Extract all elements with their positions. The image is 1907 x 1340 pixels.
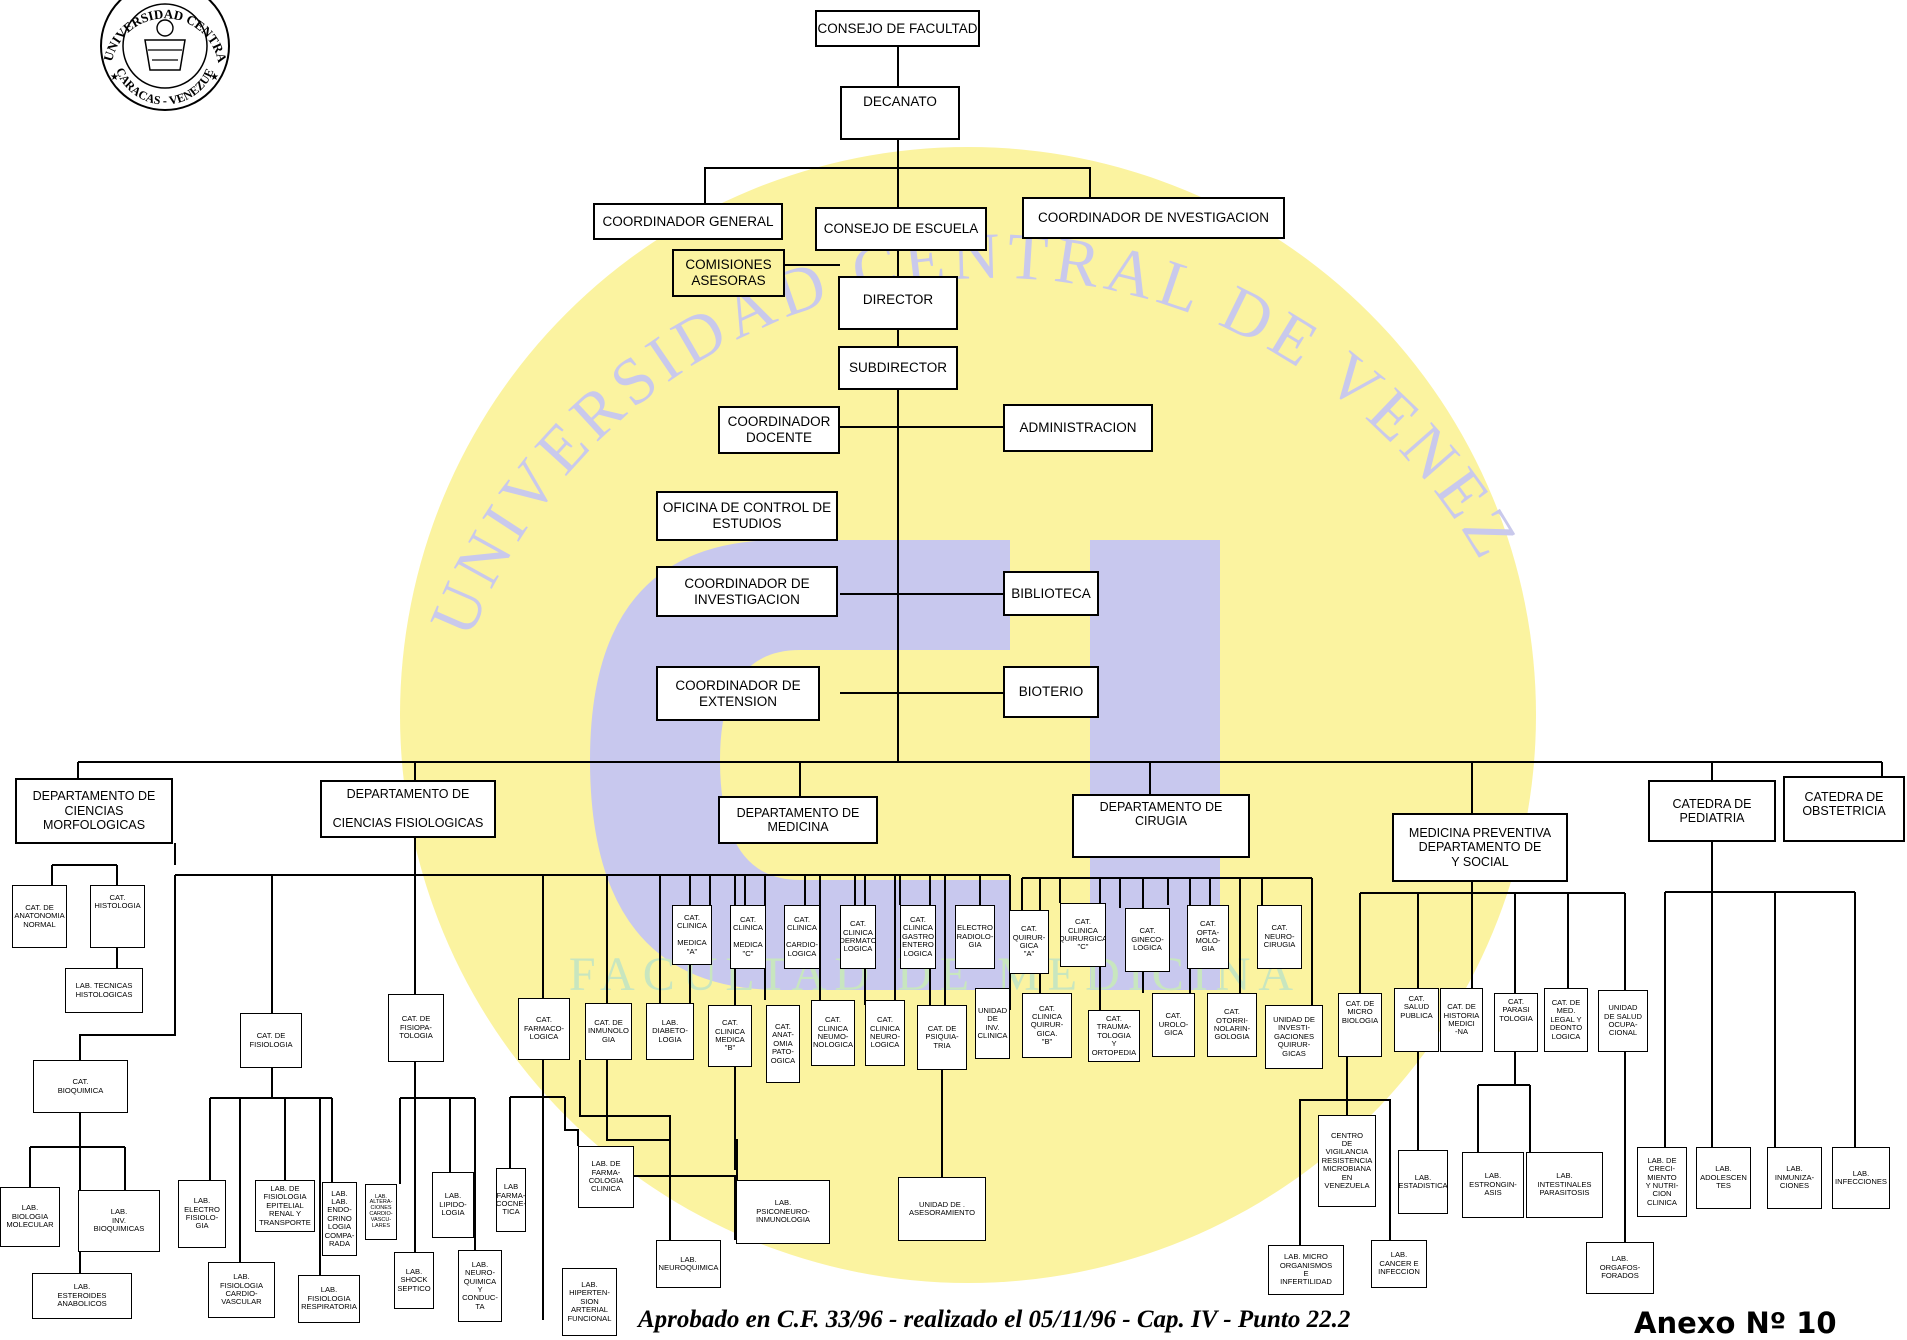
university-seal-logo: UNIVERSIDAD CENTRAL CARACAS - VENEZUELA … [90,0,230,111]
departamento-cirugia-box: DEPARTAMENTO DE CIRUGIA [1072,794,1250,858]
lab-farmacologia-clinica-box: LAB. DE FARMA- COLOGIA CLINICA [578,1146,634,1208]
lab-tecnicas-histologicas-box: LAB. TECNICAS HISTOLOGICAS [65,968,143,1013]
catedra-obstetricia-box: CATEDRA DE OBSTETRICIA [1783,776,1905,842]
coordinador-extension-box: COORDINADOR DE EXTENSION [656,666,820,721]
lab-fisiologia-epitelial-box: LAB. DE FISIOLOGIA EPITELIAL RENAL Y TRA… [255,1180,315,1232]
lab-psiconeuroinmunologia-box: LAB. PSICONEURO- INMUNOLOGIA [736,1180,830,1244]
cat-microbiologia-box: CAT. DE MICRO BIOLOGIA [1338,993,1382,1057]
cat-fisiologia-box: CAT. DE FISIOLOGIA [240,1013,302,1068]
cat-clinica-medica-b-box: CAT. CLINICA MEDICA "B" [708,1005,752,1067]
consejo-escuela-box: CONSEJO DE ESCUELA [815,207,987,251]
lab-shock-septico-box: LAB. SHOCK SEPTICO [394,1252,434,1309]
cat-clinica-cardiologica-box: CAT. CLINICA CARDIO- LOGICA [784,905,820,969]
cat-anatomia-patologica-box: CAT. ANAT- OMIA PATO- OGICA [766,1005,800,1083]
lab-neuroquimica-box: LAB. NEUROQUIMICA [656,1240,721,1288]
annex-label: Anexo Nº 10 [1634,1306,1837,1340]
lab-electrofisiologia-box: LAB. ELECTRO FISIOLO- GIA [178,1180,226,1248]
cat-inmunologia-box: CAT. DE INMUNOLO GIA [585,1003,632,1060]
lab-microorganismos-box: LAB. MICRO ORGANISMOS E INFERTILIDAD [1268,1245,1344,1295]
cat-clinica-gastroenterologica-box: CAT. CLINICA GASTRO ENTERO LOGICA [900,905,936,969]
departamento-morfologicas-box: DEPARTAMENTO DE CIENCIAS MORFOLOGICAS [15,778,173,844]
cat-otorrinolaringologia-box: CAT. OTORRI- NOLARIN- GOLOGIA [1207,993,1257,1057]
lab-intestinales-parasitosis-box: LAB. INTESTINALES PARASITOSIS [1526,1152,1603,1218]
lab-esteroides-box: LAB. ESTEROIDES ANABOLICOS [32,1273,132,1319]
cat-clinica-dermatologica-box: CAT. CLINICA DERMATO LOGICA [840,905,876,969]
bioterio-box: BIOTERIO [1003,666,1099,718]
coordinador-general-box: COORDINADOR GENERAL [593,203,783,240]
lab-endocrinologia-box: LAB. LAB. ENDO- CRINO LOGIA COMPA- RADA [322,1182,357,1256]
cat-clinica-neumonologica-box: CAT. CLINICA NEUMO- NOLOGICA [811,1000,855,1066]
lab-hipertension-box: LAB. HIPERTEN- SION ARTERIAL FUNCIONAL [562,1268,617,1336]
svg-text:★: ★ [110,72,119,83]
lab-biologia-molecular-box: LAB. BIOLOGIA MOLECULAR [0,1187,60,1247]
lab-fisiologia-respiratoria-box: LAB. FISIOLOGIA RESPIRATORIA [298,1275,360,1323]
subdirector-box: SUBDIRECTOR [838,346,958,390]
coordinador-investigacion-box: COORDINADOR DE INVESTIGACION [656,566,838,617]
consejo-facultad-box: CONSEJO DE FACULTAD [815,10,980,47]
cat-oftamologia-box: CAT. OFTA- MOLO- GIA [1187,905,1229,969]
lab-neuroquimica-conducta-box: LAB. NEURO- QUIMICA Y CONDUC- TA [458,1250,502,1322]
lab-inv-bioquimicas-box: LAB. INV. BIOQUIMICAS [78,1190,160,1252]
cat-clinica-quirurgica-c-box: CAT. CLINICA QUIRURGICA "C" [1060,903,1106,967]
comisiones-asesoras-box: COMISIONES ASESORAS [672,249,785,297]
lab-diabetologia-box: LAB. DIABETO- LOGIA [646,1003,694,1060]
lab-infecciones-box: LAB. INFECCIONES [1832,1147,1890,1209]
cat-psiquiatria-box: CAT. DE PSIQUIA- TRIA [917,1005,967,1070]
decanato-box: DECANATO [840,86,960,140]
catedra-pediatria-box: CATEDRA DE PEDIATRIA [1648,780,1776,842]
cat-clinica-neurologica-box: CAT. CLINICA NEURO- LOGICA [865,1000,905,1066]
electroradiologia-box: ELECTRO RADIOLO- GIA [955,905,995,969]
lab-cancer-infeccion-box: LAB. CANCER E INFECCION [1371,1240,1427,1288]
departamento-fisiologicas-box: DEPARTAMENTO DE CIENCIAS FISIOLOGICAS [320,780,496,838]
cat-bioquimica-box: CAT. BIOQUIMICA [33,1060,128,1113]
cat-fisiopatologia-box: CAT. DE FISIOPA- TOLOGIA [388,994,444,1062]
coordinador-investigacion-top-box: COORDINADOR DE NVESTIGACION [1022,197,1285,239]
lab-alteraciones-box: LAB. ALTERA- CIONES CARDIO- VASCU- LARES [365,1184,397,1240]
cat-clinica-medica-a-box: CAT. CLINICA MEDICA "A" [672,905,712,965]
medicina-preventiva-box: MEDICINA PREVENTIVA DEPARTAMENTO DE Y SO… [1392,813,1568,882]
cat-clinica-medica-c-box: CAT. CLINICA MEDICA "C" [730,905,766,969]
lab-lipidologia-box: LAB. LIPIDO- LOGIA [432,1172,474,1238]
cat-neurocirugia-box: CAT. NEURO- CIRUGIA [1257,905,1302,969]
approval-footer-text: Aprobado en C.F. 33/96 - realizado el 05… [638,1306,1351,1333]
unidad-investigaciones-quirurgicas-box: UNIDAD DE INVESTI- GACIONES QUIRUR- GICA… [1265,1005,1323,1069]
cat-anatomia-box: CAT. DE ANATONOMIA NORMAL [12,885,67,948]
cat-urologica-box: CAT. UROLO- GICA [1152,993,1195,1057]
unidad-asesoramiento-box: UNIDAD DE . ASESORAMIENTO [898,1177,986,1241]
cat-salud-publica-box: CAT. SALUD PUBLICA [1394,988,1439,1052]
lab-organofosforados-box: LAB. ORGAFOS- FORADOS [1586,1242,1654,1294]
unidad-inv-clinica-box: UNIDAD DE INV. CLINICA [975,988,1010,1059]
cat-historia-medicina-box: CAT. DE HISTORIA MEDICI -NA [1440,988,1483,1052]
coordinador-docente-box: COORDINADOR DOCENTE [718,406,840,454]
lab-adolescentes-box: LAB. ADOLESCEN TES [1696,1147,1751,1209]
lab-fisiologia-cardiovascular-box: LAB. FISIOLOGIA CARDIO- VASCULAR [208,1262,275,1318]
cat-traumatologia-box: CAT. TRAUMA- TOLOGIA Y ORTOPEDIA [1088,1010,1140,1062]
cat-clinica-quirurgica-b-box: CAT. CLINICA QUIRUR- GICA. "B" [1022,993,1072,1058]
lab-estrongiloidiasis-box: LAB. ESTRONGIN- ASIS [1462,1152,1524,1218]
director-box: DIRECTOR [838,276,958,330]
oficina-control-estudios-box: OFICINA DE CONTROL DE ESTUDIOS [656,491,838,541]
cat-histologia-box: CAT. HISTOLOGIA [90,885,145,948]
unidad-salud-ocupacional-box: UNIDAD DE SALUD OCUPA- CIONAL [1598,990,1648,1052]
departamento-medicina-box: DEPARTAMENTO DE MEDICINA [718,796,878,844]
cat-quirurgica-a-box: CAT. QUIRUR- GICA "A" [1009,910,1049,974]
cat-farmacologia-box: CAT. FARMACO- LOGICA [518,998,570,1060]
administracion-box: ADMINISTRACION [1003,404,1153,452]
biblioteca-box: BIBLIOTECA [1003,571,1099,616]
cat-med-legal-box: CAT. DE MED. LEGAL Y DEONTO LOGICA [1544,988,1588,1052]
lab-inmunizaciones-box: LAB. INMUNIZA- CIONES [1767,1147,1822,1209]
centro-vigilancia-box: CENTRO DE VIGILANCIA RESISTENCIA MICROBI… [1318,1115,1376,1207]
lab-farmacocinetica-box: LAB FARMA- COCNE- TICA [496,1168,526,1232]
lab-crecimiento-nutricion-box: LAB. DE CRECI- MIENTO Y NUTRI- CION CLIN… [1637,1147,1687,1217]
svg-text:★: ★ [210,72,219,83]
cat-parasitologia-box: CAT. PARASI TOLOGIA [1494,993,1538,1052]
cat-ginecologica-box: CAT. GINECO- LOGICA [1125,908,1170,972]
lab-estadistica-box: LAB. ESTADISTICA [1398,1150,1448,1214]
